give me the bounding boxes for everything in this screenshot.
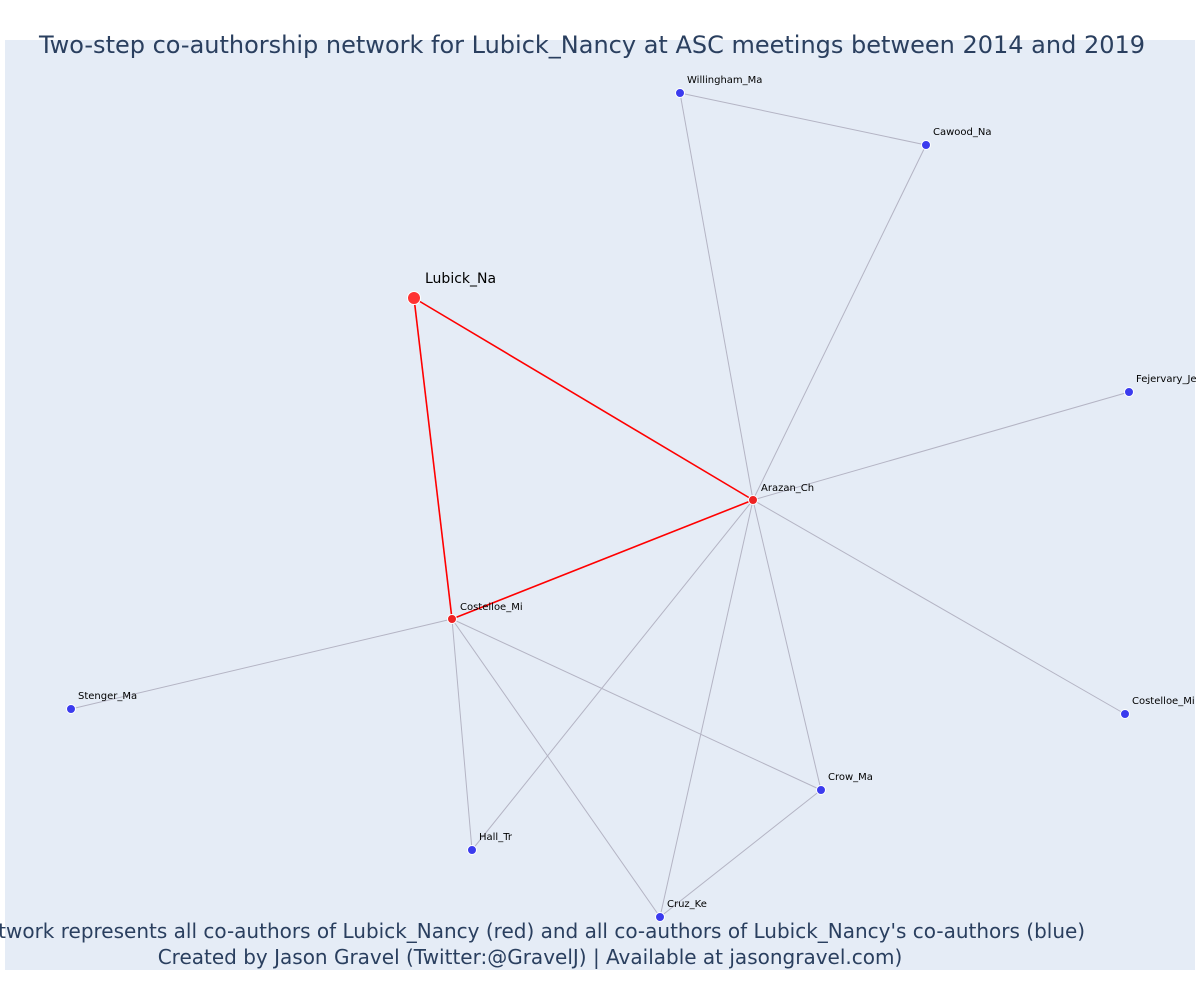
node-hall[interactable] [467, 845, 477, 855]
node-willingham[interactable] [675, 88, 685, 98]
node-label-cruz: Cruz_Ke [667, 899, 707, 910]
edge-fejervary-arazan [752, 391, 1130, 501]
node-label-lubick: Lubick_Na [425, 271, 496, 287]
edge-costelloe2-arazan [752, 499, 1126, 715]
edges-layer [70, 92, 1130, 918]
caption-line-2: Created by Jason Gravel (Twitter:@Gravel… [158, 945, 903, 969]
chart-title: Two-step co-authorship network for Lubic… [38, 31, 1145, 59]
plot-background [5, 40, 1195, 970]
edge-cruz-arazan [659, 499, 754, 918]
node-costelloe2[interactable] [1120, 709, 1130, 719]
edge-crow-arazan [752, 499, 822, 791]
edge-stenger-costelloe1 [70, 618, 453, 710]
edge-cawood-arazan [752, 144, 927, 501]
edge-costelloe1-arazan [451, 499, 754, 620]
node-arazan[interactable] [748, 495, 758, 505]
node-fejervary[interactable] [1124, 387, 1134, 397]
edge-lubick-arazan [413, 297, 754, 501]
nodes-layer [66, 88, 1134, 922]
edge-hall-arazan [471, 499, 754, 851]
edge-hall-costelloe1 [451, 618, 473, 851]
edge-cruz-costelloe1 [451, 618, 661, 918]
caption-line-1: Network represents all co-authors of Lub… [0, 919, 1085, 943]
node-label-stenger: Stenger_Ma [78, 691, 137, 702]
edge-lubick-costelloe1 [413, 297, 453, 620]
node-label-costelloe2: Costelloe_Mi [1132, 696, 1195, 707]
node-crow[interactable] [816, 785, 826, 795]
node-stenger[interactable] [66, 704, 76, 714]
node-label-fejervary: Fejervary_Je [1136, 374, 1197, 385]
node-costelloe1[interactable] [447, 614, 457, 624]
node-label-crow: Crow_Ma [828, 772, 873, 783]
node-label-costelloe1: Costelloe_Mi [460, 602, 523, 613]
edge-cruz-crow [659, 789, 822, 918]
node-label-arazan: Arazan_Ch [761, 483, 814, 494]
node-label-hall: Hall_Tr [479, 832, 513, 843]
edge-willingham-arazan [679, 92, 754, 501]
node-label-cawood: Cawood_Na [933, 127, 991, 138]
node-cruz[interactable] [655, 912, 665, 922]
node-label-willingham: Willingham_Ma [687, 75, 762, 86]
node-cawood[interactable] [921, 140, 931, 150]
node-lubick[interactable] [407, 291, 421, 305]
edge-crow-costelloe1 [451, 618, 822, 791]
edge-willingham-cawood [679, 92, 927, 146]
